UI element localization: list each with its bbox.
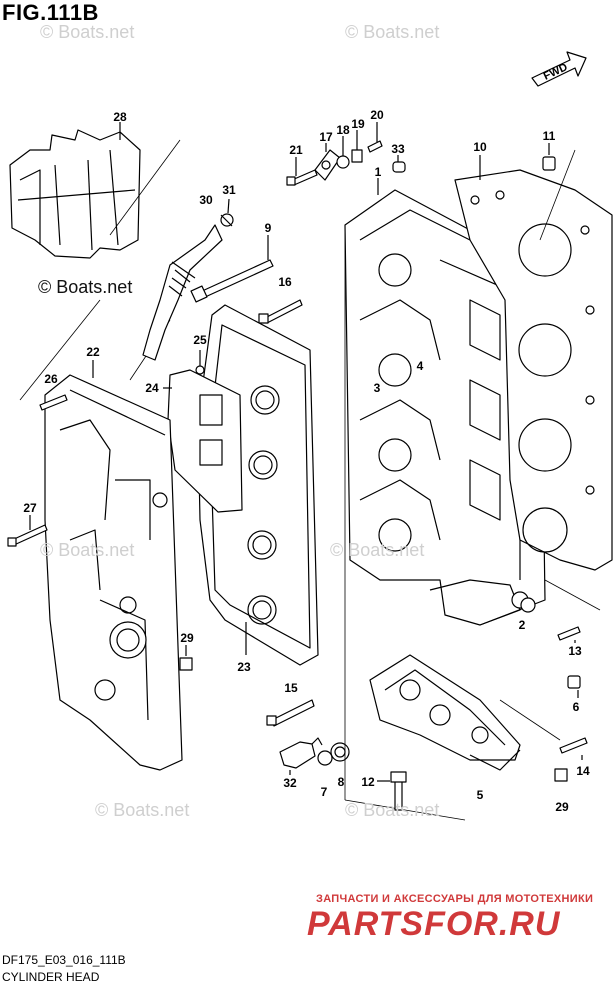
part-19-cap-shape [351,149,363,163]
part-8-oring-shape [330,742,350,762]
callout-23: 23 [237,660,251,674]
part-26-bolt-shape [39,394,68,411]
part-27-bolt-shape [7,524,48,547]
watermark-main: © Boats.net [38,277,133,297]
callout-19: 19 [351,117,365,131]
part-7-washer-shape [317,750,333,766]
callout-12: 12 [361,775,375,789]
part-12-bolt-shape [390,771,407,811]
part-5-housing-shape [369,654,521,771]
part-21-bolt-shape [286,169,318,186]
diagram-name: CYLINDER HEAD [2,970,100,984]
watermark-faint-3: © Boats.net [40,540,135,560]
part-14-bolt-shape [559,737,588,754]
callout-6: 6 [572,700,580,714]
part-2-plug-shape [520,597,536,613]
callout-13: 13 [568,644,582,658]
callout-29-right: 29 [555,800,569,814]
callout-32: 32 [283,776,297,790]
callout-14: 14 [576,764,590,778]
callout-22: 22 [86,345,100,359]
callout-1: 1 [374,165,382,179]
part-30-hose-shape [142,224,223,361]
callout-2: 2 [518,618,526,632]
callout-24: 24 [145,381,159,395]
callout-28: 28 [113,110,127,124]
part-10-head-gasket-shape [454,169,613,571]
part-33-plug-shape [392,161,406,173]
callout-26: 26 [44,372,58,386]
part-29-cap-right-shape [554,768,568,782]
callout-21: 21 [289,143,303,157]
part-11-dowel-shape [542,156,556,171]
callout-9: 9 [264,221,272,235]
callout-31: 31 [222,183,236,197]
callout-10: 10 [473,140,487,154]
watermark-faint-5: © Boats.net [95,800,190,820]
callout-3: 3 [373,381,381,395]
callout-33: 33 [391,142,405,156]
callout-29-left: 29 [180,631,194,645]
callout-5: 5 [476,788,484,802]
part-20-bolt-shape [367,140,383,153]
callout-7: 7 [320,785,328,799]
part-32-sensor-shape [279,737,323,769]
callout-15: 15 [284,681,298,695]
part-13-bolt-shape [557,626,581,641]
part-31-clip-shape [220,213,234,227]
callout-30: 30 [199,193,213,207]
callout-27: 27 [23,501,37,515]
ad-logo-text: PARTSFOR.RU [307,905,561,943]
watermark-faint-6: © Boats.net [345,800,440,820]
callout-18: 18 [336,123,350,137]
callout-17: 17 [319,130,333,144]
ad-tagline: ЗАПЧАСТИ И АКСЕССУАРЫ ДЛЯ МОТОТЕХНИКИ [316,893,594,905]
callout-25: 25 [193,333,207,347]
fwd-arrow-icon [531,51,587,87]
part-28-cover-shape [9,129,141,259]
part-15-bolt-shape [266,699,315,727]
watermark-faint-2: © Boats.net [345,22,440,42]
part-16-bolt-shape [258,299,303,324]
part-18-oring-shape [336,155,350,169]
part-24-plate-shape [167,365,243,513]
callout-16: 16 [278,275,292,289]
part-22-head-cover-shape [44,374,183,771]
part-29-cap-left-shape [179,657,193,671]
watermark-faint-1: © Boats.net [40,22,135,42]
part-17-bracket-shape [314,149,341,181]
callout-4: 4 [416,359,424,373]
diagram-code: DF175_E03_016_111B [2,953,126,967]
watermark-faint-4: © Boats.net [330,540,425,560]
part-9-bolt-shape [190,259,274,303]
callout-20: 20 [370,108,384,122]
part-6-dowel-shape [567,675,581,689]
figure-title: FIG.111B [2,0,99,25]
callout-11: 11 [542,129,556,143]
callout-8: 8 [337,775,345,789]
